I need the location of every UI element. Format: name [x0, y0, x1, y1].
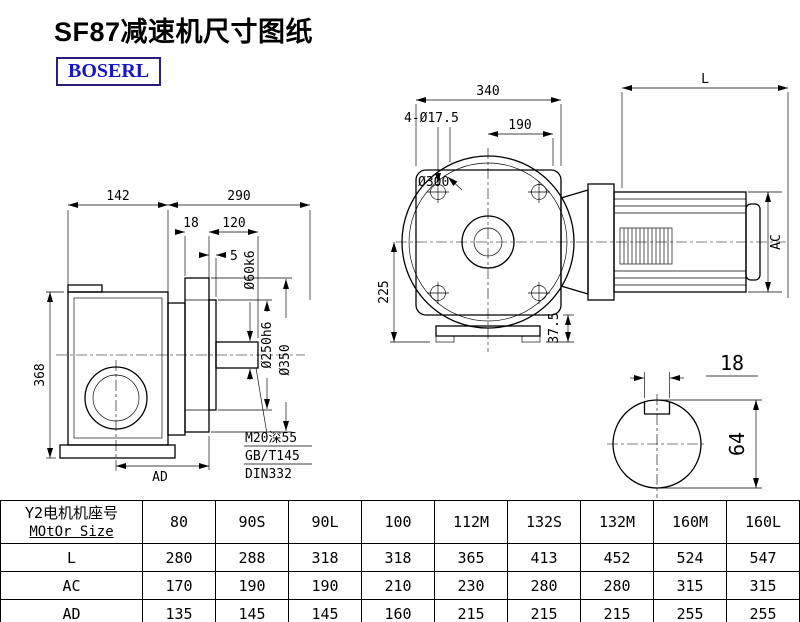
dim-142: 142: [106, 189, 129, 204]
table-cell: 524: [653, 543, 727, 572]
gearbox-housing: [67, 291, 169, 446]
dim-keyway-18: 18: [720, 351, 744, 375]
dim-18: 18: [183, 216, 199, 231]
table-cell: 160: [361, 599, 435, 622]
foot-base: [435, 325, 541, 337]
table-cell: 413: [507, 543, 581, 572]
table-cell: 280: [507, 571, 581, 600]
dim-shaft-64: 64: [725, 432, 749, 456]
table-cell: 452: [580, 543, 654, 572]
col-header: 160M: [653, 500, 727, 544]
label-shaft-diameter: Ø60k6: [243, 250, 258, 289]
table-cell: 170: [142, 571, 216, 600]
dim-290: 290: [227, 189, 250, 204]
motor-end-cap: [745, 203, 761, 281]
dim-225: 225: [377, 280, 392, 303]
left-view-dimensions: 142 290 18 120 5 368: [33, 189, 312, 485]
housing-base: [59, 444, 176, 459]
table-cell: 190: [288, 571, 362, 600]
technical-drawing: 142 290 18 120 5 368: [33, 72, 789, 498]
table-row: AD 135 145 145 160 215 215 215 255 255: [0, 599, 800, 622]
label-pilot-diameter: Ø250h6: [260, 322, 275, 369]
table-cell: 230: [434, 571, 508, 600]
table-row: AC 170 190 190 210 230 280 280 315 315: [0, 571, 800, 600]
table-cell: 318: [288, 543, 362, 572]
dim-bolt-holes: 4-Ø17.5: [404, 111, 459, 126]
output-shaft: [215, 341, 259, 369]
table-cell: 288: [215, 543, 289, 572]
row-label: AD: [0, 599, 143, 622]
dim-AD: AD: [152, 470, 168, 485]
left-view: [56, 277, 305, 472]
dim-190: 190: [508, 118, 531, 133]
table-cell: 547: [726, 543, 800, 572]
dim-368: 368: [33, 363, 48, 386]
col-header: 90S: [215, 500, 289, 544]
note-din-standard: DIN332: [245, 467, 292, 482]
col-header: 90L: [288, 500, 362, 544]
table-cell: 280: [580, 571, 654, 600]
table-cell: 135: [142, 599, 216, 622]
brand-logo: BOSERL: [56, 57, 162, 86]
dim-340: 340: [476, 84, 499, 99]
header-cn: Y2电机机座号: [24, 503, 119, 522]
shaft-circle: [612, 399, 702, 489]
table-cell: 255: [653, 599, 727, 622]
motor-fin-block: [619, 227, 673, 265]
label-flange-diameter: Ø350: [278, 344, 293, 375]
dim-5: 5: [230, 249, 238, 264]
dim-37-5: 37.5: [547, 312, 562, 343]
hub-circle: [461, 215, 515, 269]
table-cell: 190: [215, 571, 289, 600]
note-gb-standard: GB/T145: [245, 449, 300, 464]
table-row: L 280 288 318 318 365 413 452 524 547: [0, 543, 800, 572]
motor-size-table: Y2电机机座号 MOtOr Size 80 90S 90L 100 112M 1…: [0, 500, 800, 622]
page-title: SF87减速机尺寸图纸: [54, 17, 314, 47]
table-header-row: Y2电机机座号 MOtOr Size 80 90S 90L 100 112M 1…: [0, 500, 800, 544]
table-cell: 315: [653, 571, 727, 600]
right-view: [396, 148, 786, 352]
motor-size-header-cell: Y2电机机座号 MOtOr Size: [0, 500, 143, 544]
table-cell: 215: [434, 599, 508, 622]
col-header: 100: [361, 500, 435, 544]
shaft-section-view: 18 64: [607, 351, 762, 498]
table-cell: 215: [507, 599, 581, 622]
table-cell: 318: [361, 543, 435, 572]
note-tapped-hole: M20深55: [245, 431, 297, 446]
col-header: 132M: [580, 500, 654, 544]
table-cell: 280: [142, 543, 216, 572]
col-header: 80: [142, 500, 216, 544]
table-cell: 145: [215, 599, 289, 622]
worm-boss-circle: [84, 366, 148, 430]
table-cell: 210: [361, 571, 435, 600]
header-en: MOtOr Size: [29, 523, 114, 540]
col-header: 132S: [507, 500, 581, 544]
dim-AC: AC: [769, 234, 784, 250]
flange-outer-circle: [401, 155, 575, 329]
table-cell: 145: [288, 599, 362, 622]
row-label: L: [0, 543, 143, 572]
right-view-dimensions: 340 L 4-Ø17.5 190 Ø300 225 37.5: [377, 72, 789, 344]
dim-L: L: [701, 72, 709, 87]
col-header: 160L: [726, 500, 800, 544]
table-cell: 315: [726, 571, 800, 600]
table-cell: 255: [726, 599, 800, 622]
label-dia-300: Ø300: [418, 175, 449, 190]
col-header: 112M: [434, 500, 508, 544]
dim-120: 120: [222, 216, 245, 231]
table-cell: 215: [580, 599, 654, 622]
row-label: AC: [0, 571, 143, 600]
keyway: [643, 402, 671, 415]
table-cell: 365: [434, 543, 508, 572]
